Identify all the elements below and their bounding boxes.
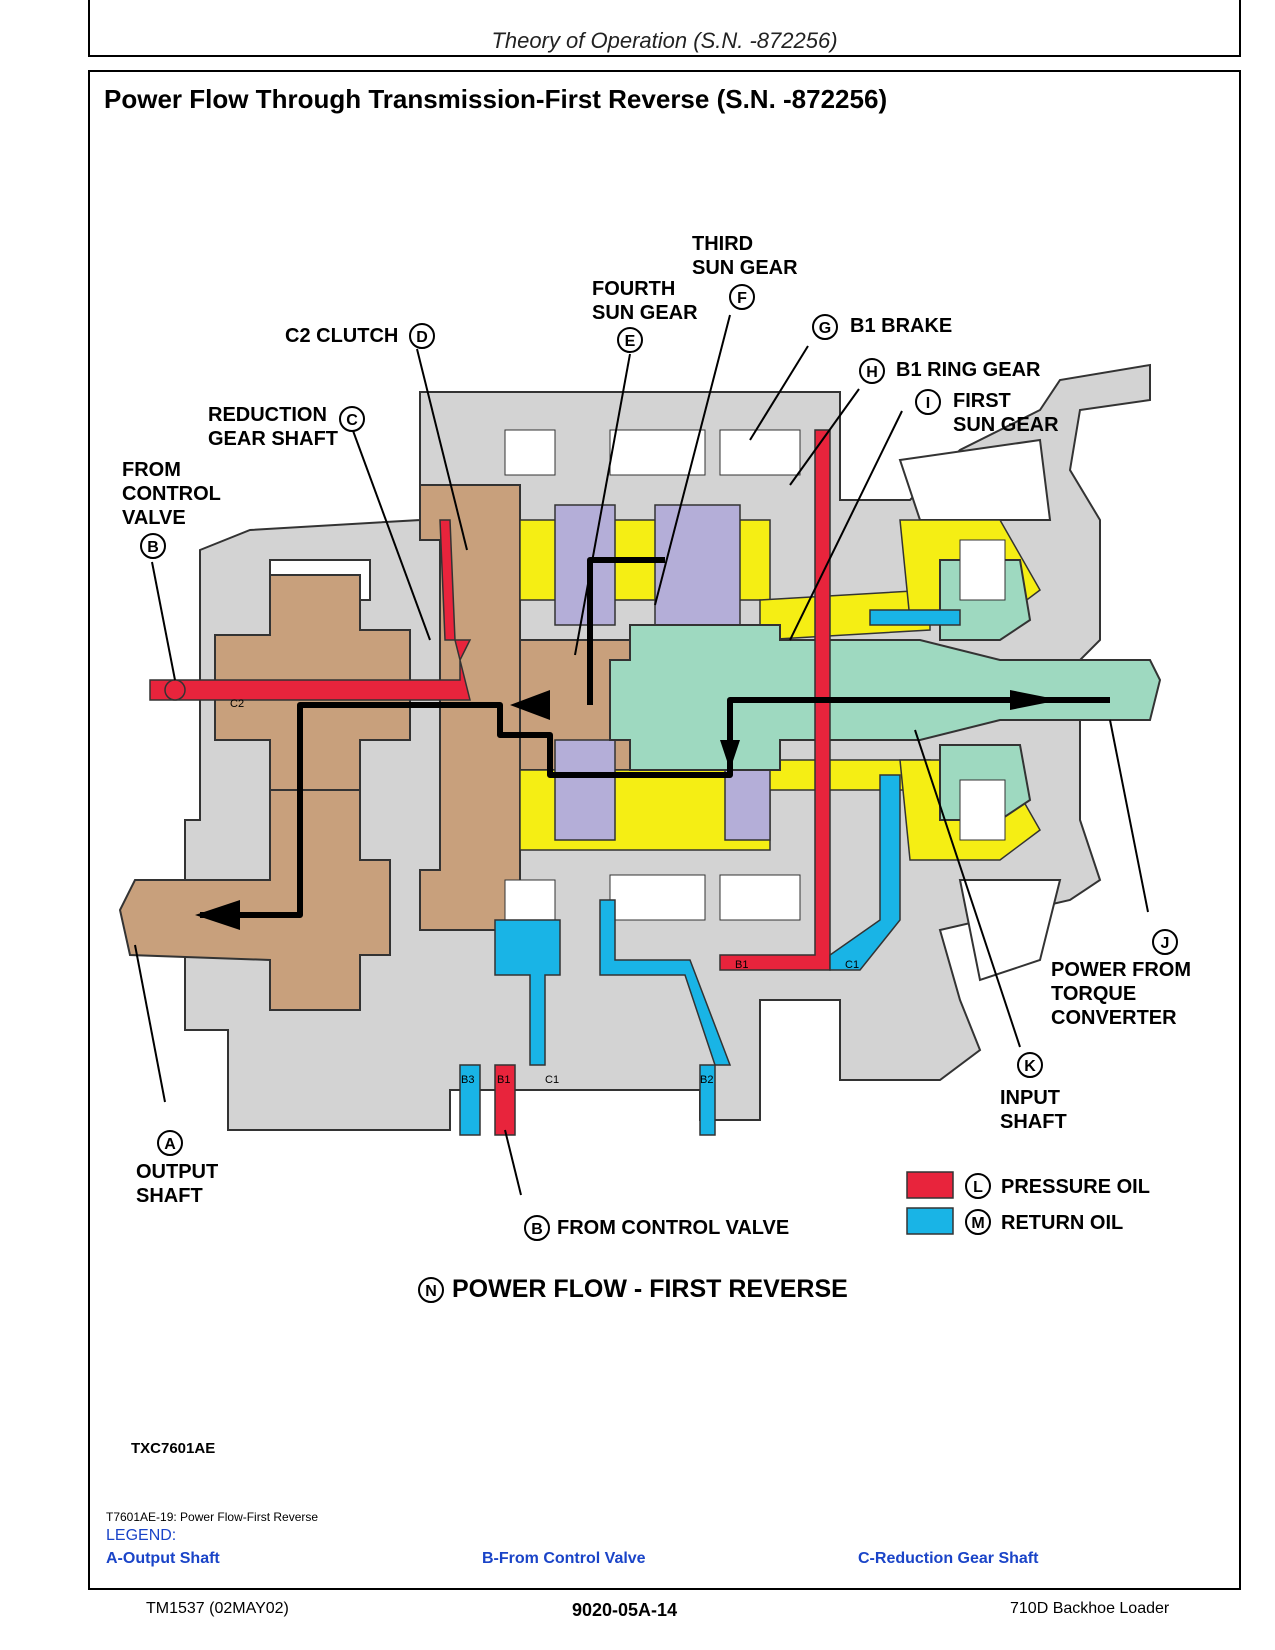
page-header-title: Theory of Operation (S.N. -872256) <box>491 28 838 53</box>
callout-circle-b-top <box>140 533 166 559</box>
footer-page-number: 9020-05A-14 <box>572 1600 678 1620</box>
passage-label-b2: B2 <box>700 1074 713 1086</box>
passage-label-c1-top: C1 <box>845 959 859 971</box>
callout-b-top: B <box>147 539 159 556</box>
callout-h: H <box>866 364 878 381</box>
label-b1-ring-gear: B1 RING GEAR <box>896 359 1041 381</box>
callout-circle-f <box>729 284 755 310</box>
figure-title: Power Flow Through Transmission-First Re… <box>104 84 888 114</box>
legend-item-output-shaft: A-Output Shaft <box>106 1550 220 1567</box>
label-pressure-oil: PRESSURE OIL <box>1001 1176 1150 1198</box>
clutch-packs <box>504 429 1006 926</box>
label-output-line1: OUTPUT <box>136 1161 218 1183</box>
callout-circle-h <box>859 358 885 384</box>
label-input-line2: SHAFT <box>1000 1111 1067 1133</box>
callout-d: D <box>416 329 428 346</box>
power-flow-path <box>200 557 1110 918</box>
figure-caption: T7601AE-19: Power Flow-First Reverse <box>106 1510 319 1524</box>
label-output-line2: SHAFT <box>136 1185 203 1207</box>
label-first-line1: FIRST <box>953 390 1011 412</box>
leader-lines <box>134 314 1149 1196</box>
legend-item-control-valve: B-From Control Valve <box>482 1550 646 1567</box>
callout-j: J <box>1161 935 1170 952</box>
label-pftc-line1: POWER FROM <box>1051 959 1191 981</box>
callout-circle-k <box>1017 1052 1043 1078</box>
callout-i: I <box>926 395 930 412</box>
callout-f: F <box>737 290 747 307</box>
label-fcv-top-line2: CONTROL <box>122 483 221 505</box>
legend-title: LEGEND: <box>106 1527 177 1544</box>
callout-circle-m <box>965 1209 991 1235</box>
callout-a: A <box>164 1136 176 1153</box>
label-fcv-top-line3: VALVE <box>122 507 186 529</box>
label-third-line1: THIRD <box>692 233 753 255</box>
label-pftc-line2: TORQUE <box>1051 983 1136 1005</box>
label-pftc-line3: CONVERTER <box>1051 1007 1177 1029</box>
callout-c: C <box>346 412 358 429</box>
passage-label-b1-top: B1 <box>735 959 748 971</box>
callout-circle-e <box>617 327 643 353</box>
callout-n: N <box>425 1283 437 1300</box>
transmission-diagram: C2 B1 C1 B3 B1 C1 B2 THIRD SUN GEAR FOUR… <box>118 233 1191 1303</box>
callout-letters: B C D E F G H I J K L M A B N <box>147 290 1169 1300</box>
power-flow-arrowheads <box>195 690 1060 930</box>
footer-machine: 710D Backhoe Loader <box>1010 1600 1170 1617</box>
callout-m: M <box>971 1215 984 1232</box>
figure-frame <box>88 70 1241 1590</box>
label-fcv-top-line1: FROM <box>122 459 181 481</box>
label-fcv-bottom: FROM CONTROL VALVE <box>557 1217 789 1239</box>
callout-circle-j <box>1152 929 1178 955</box>
label-c2-clutch: C2 CLUTCH <box>285 325 398 347</box>
callout-circle-a <box>157 1130 183 1156</box>
callouts <box>140 284 1178 1303</box>
callout-circle-b-bottom <box>524 1215 550 1241</box>
label-input-line1: INPUT <box>1000 1087 1060 1109</box>
callout-circle-g <box>812 314 838 340</box>
callout-circle-c <box>339 406 365 432</box>
figure-id: TXC7601AE <box>131 1440 216 1457</box>
label-fourth-line2: SUN GEAR <box>592 302 698 324</box>
legend-item-reduction-gear: C-Reduction Gear Shaft <box>858 1550 1039 1567</box>
passage-label-c2: C2 <box>230 698 244 710</box>
label-first-line2: SUN GEAR <box>953 414 1059 436</box>
callout-l: L <box>973 1179 983 1196</box>
passage-label-b1: B1 <box>497 1074 510 1086</box>
label-reduction-line2: GEAR SHAFT <box>208 428 338 450</box>
callout-b-bottom: B <box>531 1221 543 1238</box>
pressure-oil-swatch <box>906 1171 954 1199</box>
return-oil-passages <box>459 609 961 1136</box>
label-b1-brake: B1 BRAKE <box>850 315 952 337</box>
footer-manual-id: TM1537 (02MAY02) <box>146 1600 289 1617</box>
callout-e: E <box>625 333 636 350</box>
callout-circle-l <box>965 1173 991 1199</box>
label-return-oil: RETURN OIL <box>1001 1212 1123 1234</box>
label-power-flow: POWER FLOW - FIRST REVERSE <box>452 1275 848 1303</box>
passage-label-b3: B3 <box>461 1074 474 1086</box>
callout-circle-n <box>418 1277 444 1303</box>
callout-circle-i <box>915 389 941 415</box>
passage-label-c1: C1 <box>545 1074 559 1086</box>
callout-k: K <box>1024 1058 1036 1075</box>
label-reduction-line1: REDUCTION <box>208 404 327 426</box>
callout-circle-d <box>409 323 435 349</box>
callout-g: G <box>819 320 831 337</box>
label-fourth-line1: FOURTH <box>592 278 675 300</box>
header-frame: Theory of Operation (S.N. -872256) <box>88 0 1241 57</box>
return-oil-swatch <box>906 1207 954 1235</box>
label-third-line2: SUN GEAR <box>692 257 798 279</box>
